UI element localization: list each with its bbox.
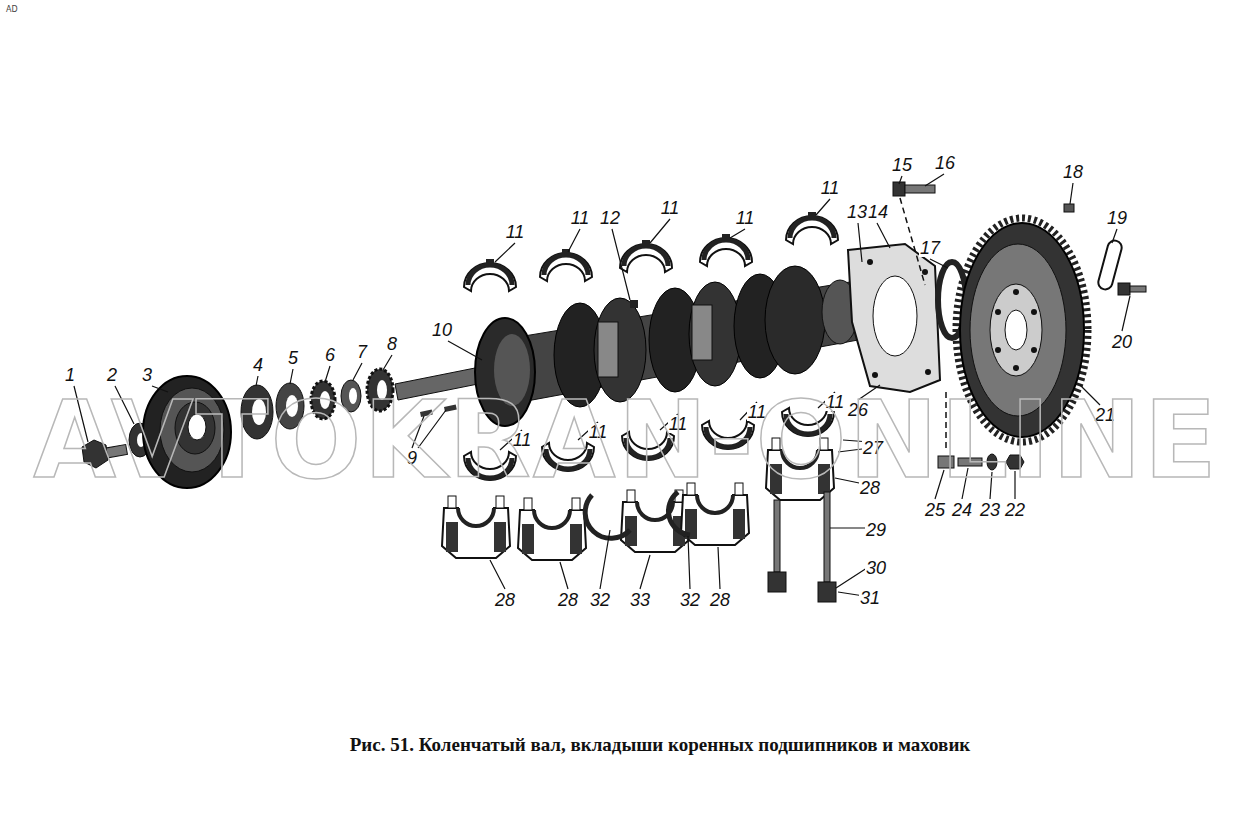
corner-mark: AD [6,6,18,14]
callout-number: 11 [820,179,841,197]
callout-number: 5 [287,349,299,367]
callout-number: 30 [865,559,887,577]
callout-number: 4 [252,356,264,374]
callout-number: 28 [709,591,731,609]
callout-number: 11 [660,199,681,217]
callout-number: 32 [589,591,611,609]
callout-number: 3 [141,366,153,384]
figure-caption: Рис. 51. Коленчатый вал, вкладыши коренн… [350,735,971,754]
callout-number: 22 [1004,501,1026,519]
callout-number: 12 [599,209,621,227]
watermark: AVTOKRAN-ONLINE [33,387,1219,494]
callout-number: 13 [846,203,868,221]
callout-number: 20 [1111,333,1133,351]
callout-number: 24 [951,501,973,519]
callout-number: 17 [919,239,941,257]
callout-number: 16 [934,154,956,172]
callout-number: 11 [570,209,591,227]
callout-number: 32 [679,591,701,609]
callout-number: 14 [867,203,889,221]
callout-number: 31 [859,589,881,607]
callout-number: 6 [324,346,336,364]
callout-number: 11 [735,209,756,227]
callout-number: 18 [1062,163,1084,181]
callout-number: 19 [1106,209,1128,227]
callout-number: 8 [386,335,398,353]
callout-number: 1 [64,366,76,384]
callout-number: 10 [431,321,453,339]
callout-number: 25 [924,501,946,519]
callout-number: 23 [979,501,1001,519]
callout-number: 29 [865,521,887,539]
callout-number: 7 [356,343,368,361]
callout-number: 28 [494,591,516,609]
callout-number: 11 [505,223,526,241]
callout-number: 15 [891,156,913,174]
callout-number: 2 [106,366,118,384]
callout-number: 33 [629,591,651,609]
callout-number: 28 [557,591,579,609]
